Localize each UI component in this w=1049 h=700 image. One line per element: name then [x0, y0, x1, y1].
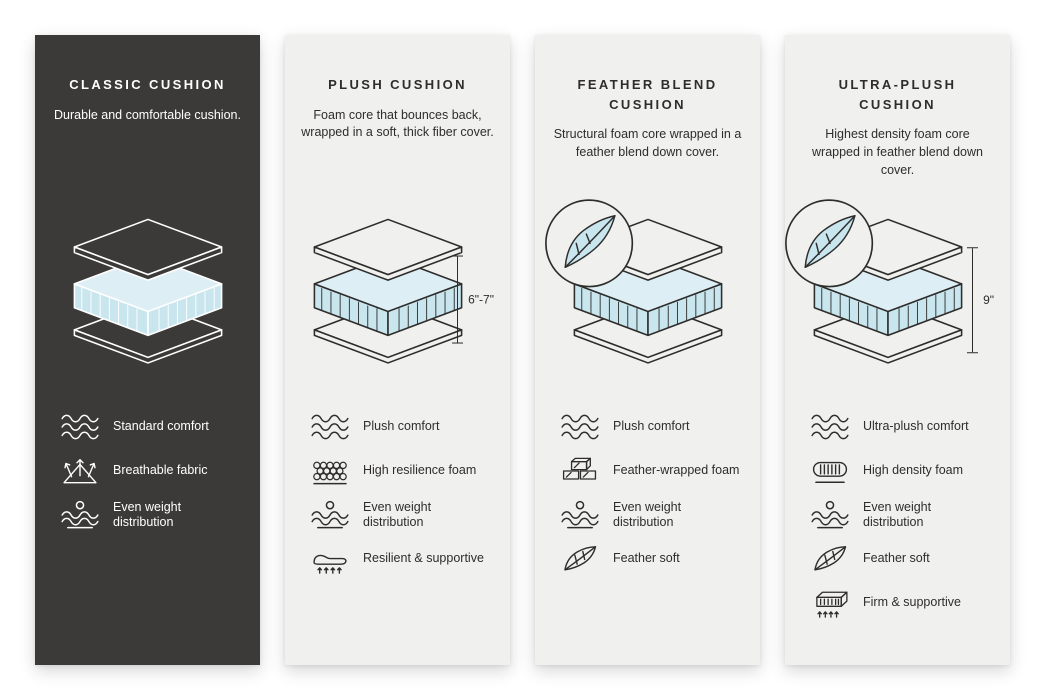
feature-label: Even weight distribution — [613, 499, 682, 529]
height-label: 9" — [983, 292, 994, 307]
feature-label: Even weight distribution — [113, 499, 182, 529]
height-indicator: 6"-7" — [452, 255, 494, 344]
card-description: Foam core that bounces back, wrapped in … — [301, 107, 494, 140]
feature-item: Firm & supportive — [809, 586, 992, 620]
feature-item: Resilient & supportive — [309, 542, 492, 576]
feature-item: Standard comfort — [59, 410, 242, 444]
weight-distribution-icon — [559, 500, 601, 530]
feature-label: Plush comfort — [613, 419, 690, 434]
feature-item: Even weight distribution — [309, 498, 492, 532]
waves-icon — [309, 412, 351, 442]
cushion-illustration — [73, 218, 222, 364]
breathable-icon — [59, 456, 101, 486]
feature-item: Plush comfort — [309, 410, 492, 444]
feature-label: Firm & supportive — [863, 595, 961, 610]
card-header: CLASSIC CUSHION Durable and comfortable … — [51, 75, 244, 193]
feature-item: Feather soft — [559, 542, 742, 576]
feather-badge — [544, 198, 633, 288]
feature-label: High resilience foam — [363, 463, 477, 478]
feature-item: Ultra-plush comfort — [809, 410, 992, 444]
feature-label: Feather soft — [863, 551, 930, 566]
foam-bubbles-icon — [309, 456, 351, 486]
cushion-diagram — [51, 193, 244, 398]
feather-badge — [784, 198, 873, 288]
feature-label: Feather-wrapped foam — [613, 463, 740, 478]
card-header: PLUSH CUSHION Foam core that bounces bac… — [301, 75, 494, 193]
height-dimension-line — [967, 246, 979, 353]
feather-icon — [809, 544, 851, 574]
waves-icon — [559, 412, 601, 442]
feather-icon — [559, 544, 601, 574]
feature-label: Plush comfort — [363, 419, 440, 434]
weight-distribution-icon — [59, 500, 101, 530]
height-indicator: 9" — [967, 246, 994, 353]
density-foam-icon — [809, 456, 851, 486]
feature-list: Ultra-plush comfort High density foam Ev… — [801, 410, 994, 620]
card-plush-cushion: PLUSH CUSHION Foam core that bounces bac… — [285, 35, 510, 665]
feature-label: Even weight distribution — [863, 499, 932, 529]
feature-label: High density foam — [863, 463, 964, 478]
waves-icon — [59, 412, 101, 442]
feature-item: Feather soft — [809, 542, 992, 576]
cushion-diagram: 6"-7" — [301, 193, 494, 398]
feature-item: High density foam — [809, 454, 992, 488]
card-header: FEATHER BLEND CUSHION Structural foam co… — [551, 75, 744, 193]
feature-item: Plush comfort — [559, 410, 742, 444]
card-title: CLASSIC CUSHION — [69, 77, 226, 92]
feature-list: Plush comfort Feather-wrapped foam Even … — [551, 410, 744, 576]
feature-item: Breathable fabric — [59, 454, 242, 488]
cushion-diagram — [544, 193, 744, 398]
feature-list: Plush comfort High resilience foam Even … — [301, 410, 494, 576]
height-label: 6"-7" — [468, 292, 494, 307]
cushion-diagram: 9" — [784, 193, 994, 398]
cushion-illustration — [544, 198, 722, 364]
firm-icon — [809, 588, 851, 618]
card-title: FEATHER BLEND CUSHION — [577, 77, 718, 112]
cushion-illustration — [784, 198, 962, 364]
weight-distribution-icon — [809, 500, 851, 530]
feature-item: Even weight distribution — [809, 498, 992, 532]
feature-label: Ultra-plush comfort — [863, 419, 969, 434]
card-description: Durable and comfortable cushion. — [54, 107, 241, 122]
card-description: Structural foam core wrapped in a feathe… — [553, 127, 742, 159]
card-feather-blend-cushion: FEATHER BLEND CUSHION Structural foam co… — [535, 35, 760, 665]
waves-icon — [809, 412, 851, 442]
feature-label: Resilient & supportive — [363, 551, 484, 566]
card-title: PLUSH CUSHION — [328, 77, 467, 92]
feature-item: Even weight distribution — [559, 498, 742, 532]
feature-label: Standard comfort — [113, 419, 209, 434]
feature-label: Even weight distribution — [363, 499, 432, 529]
feature-item: Feather-wrapped foam — [559, 454, 742, 488]
card-description: Highest density foam core wrapped in fea… — [812, 127, 983, 177]
card-classic-cushion: CLASSIC CUSHION Durable and comfortable … — [35, 35, 260, 665]
spring-icon — [309, 544, 351, 574]
feature-item: High resilience foam — [309, 454, 492, 488]
weight-distribution-icon — [309, 500, 351, 530]
feature-label: Feather soft — [613, 551, 680, 566]
feature-label: Breathable fabric — [113, 463, 208, 478]
bricks-icon — [559, 456, 601, 486]
height-dimension-line — [452, 255, 464, 344]
card-title: ULTRA-PLUSH CUSHION — [838, 77, 957, 112]
card-ultra-plush-cushion: ULTRA-PLUSH CUSHION Highest density foam… — [784, 35, 1010, 665]
feature-list: Standard comfort Breathable fabric Even … — [51, 410, 244, 532]
feature-item: Even weight distribution — [59, 498, 242, 532]
card-header: ULTRA-PLUSH CUSHION Highest density foam… — [801, 75, 994, 193]
